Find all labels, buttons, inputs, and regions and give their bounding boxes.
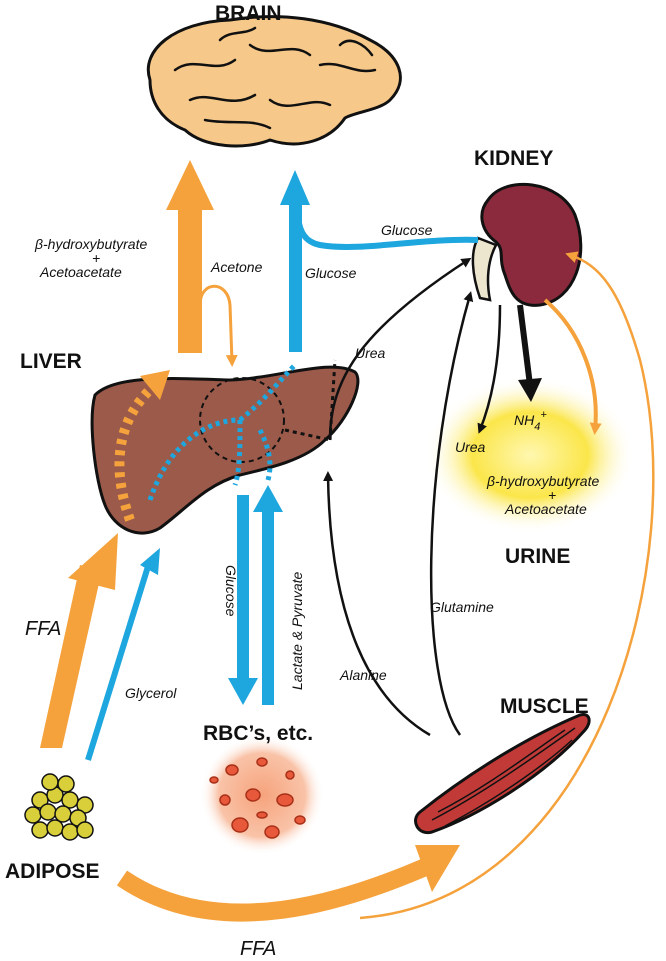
adipose-to-muscle-ffa-arrow: [116, 845, 460, 922]
ffa-left-label: FFA: [25, 618, 61, 640]
liver-glucose-dashed-flows: [147, 363, 297, 501]
kidney-illustration: [471, 182, 583, 307]
urea-liver-label: Urea: [355, 345, 386, 361]
kidney-to-urine-urea-arrow: [477, 304, 502, 434]
adipose-to-liver-ffa-arrow: [40, 533, 118, 748]
glucose-kidney-label: Glucose: [381, 222, 433, 238]
rbc-illustration: [200, 735, 324, 855]
brain-illustration: [146, 15, 402, 148]
bhb-top-label: β-hydroxybutyrate: [34, 236, 147, 252]
kidney-to-urine-nh4-arrow: [517, 304, 533, 386]
liver-to-rbc-glucose-arrow: [228, 495, 258, 705]
liver-ffa-dashed-head: [140, 370, 170, 400]
urine-label: URINE: [505, 545, 570, 568]
muscle-label: MUSCLE: [500, 695, 589, 718]
glycerol-arrow-head: [140, 548, 160, 575]
acetoacetate-urine-label: Acetoacetate: [504, 501, 587, 517]
urea-urine-label: Urea: [455, 439, 486, 455]
glucose-brain-label: Glucose: [305, 265, 357, 281]
muscle-illustration: [414, 712, 591, 835]
liver-illustration: [90, 365, 360, 535]
muscle-to-liver-alanine-arrow: [323, 471, 431, 737]
liver-urea-dashed: [328, 359, 337, 441]
acetone-arrow: [198, 284, 238, 367]
nh4-label: NH4+: [514, 409, 547, 433]
adipose-illustration: [24, 773, 94, 841]
ffa-bottom-label: FFA: [240, 938, 276, 960]
adipose-label: ADIPOSE: [5, 860, 100, 883]
plus-urine-label: +: [548, 487, 556, 503]
glycerol-label: Glycerol: [125, 685, 177, 701]
lactate-pyruvate-label: Lactate & Pyruvate: [289, 571, 305, 690]
rbc-to-liver-lactate-arrow: [253, 485, 283, 705]
plus-top-label: +: [92, 250, 100, 266]
muscle-to-kidney-glutamine-arrow: [429, 291, 474, 736]
acetone-label: Acetone: [210, 259, 263, 275]
ffa-to-kidney-arrow: [359, 251, 655, 920]
liver-label: LIVER: [20, 350, 82, 373]
liver-to-brain-glucose-arrow: [280, 170, 310, 352]
rbc-label: RBC’s, etc.: [203, 722, 313, 745]
kidney-label: KIDNEY: [474, 147, 553, 170]
alanine-label: Alanine: [339, 667, 387, 683]
kidney-to-urine-nh4-head: [518, 378, 542, 402]
brain-label: BRAIN: [215, 2, 282, 25]
bhb-urine-label: β-hydroxybutyrate: [486, 473, 599, 489]
liver-to-brain-ketone-arrow: [166, 160, 214, 353]
glutamine-label: Glutamine: [430, 599, 494, 615]
glucose-rbc-label: Glucose: [223, 565, 239, 617]
kidney-glucose-arrow: [295, 217, 479, 250]
acetoacetate-top-label: Acetoacetate: [39, 264, 122, 280]
liver-to-kidney-urea-arrow: [328, 257, 472, 441]
kidney-to-urine-ketone-arrow: [543, 298, 602, 435]
glycerol-arrow: [85, 559, 153, 761]
urine-pool: [425, 377, 635, 533]
